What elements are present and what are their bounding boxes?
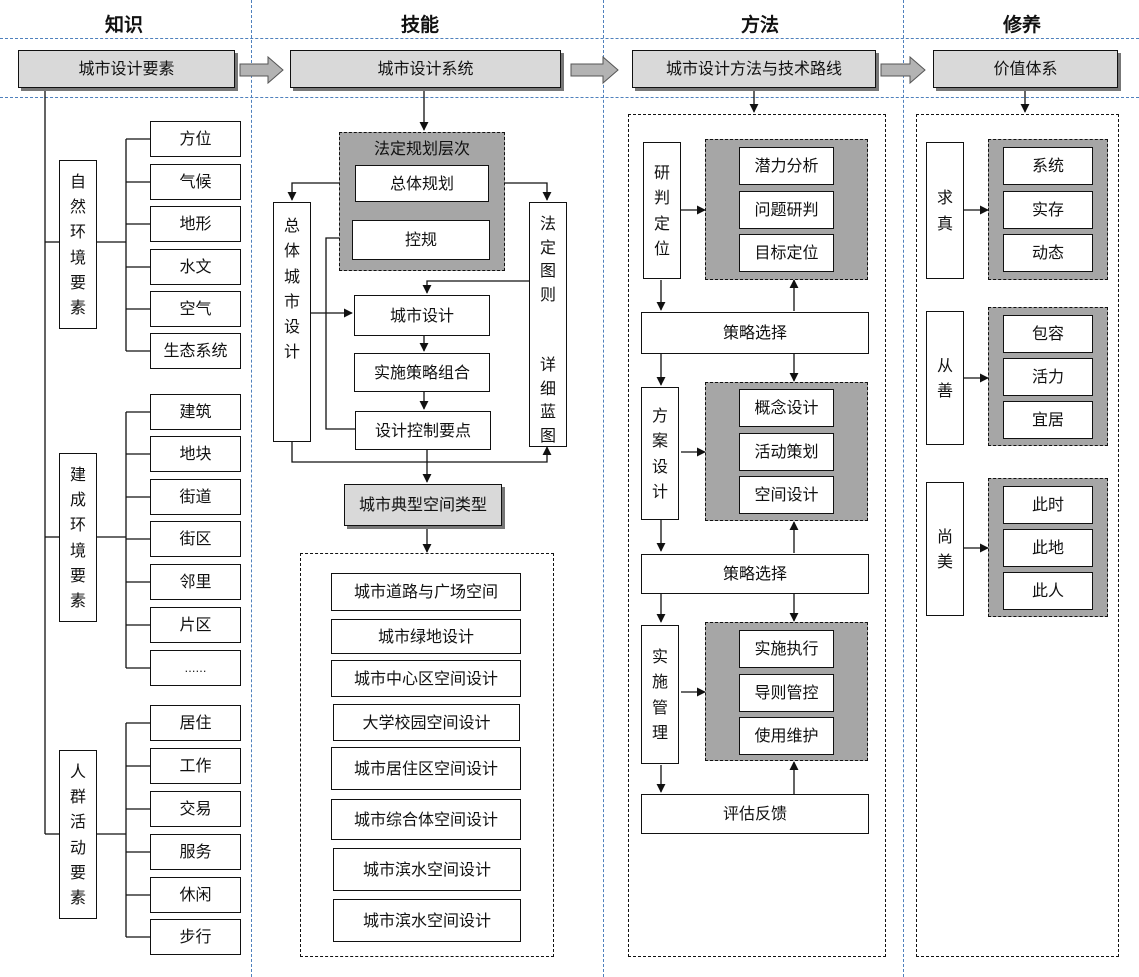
goodness-box: 从善: [926, 311, 964, 445]
implementation-management-box: 实施管理: [641, 625, 679, 764]
human-activity-group: 人群活动要素: [59, 750, 97, 919]
heading-method: 方法: [740, 14, 780, 36]
space-type-item: 城市滨水空间设计: [333, 848, 521, 891]
vitality-box: 活力: [1003, 358, 1093, 396]
heading-skill: 技能: [400, 14, 440, 36]
element-item: 方位: [150, 121, 241, 157]
element-item: 工作: [150, 748, 241, 784]
column-divider-2: [603, 0, 604, 977]
execution-box: 实施执行: [739, 630, 834, 668]
element-item: 片区: [150, 607, 241, 643]
urban-design-box: 城市设计: [354, 295, 490, 336]
header-divider-top: [0, 38, 1139, 39]
space-type-item: 大学校园空间设计: [333, 704, 520, 741]
element-item: 地形: [150, 206, 241, 242]
column-divider-1: [251, 0, 252, 977]
value-system-box: 价值体系: [933, 50, 1118, 88]
urban-design-elements-box: 城市设计要素: [18, 50, 235, 88]
space-type-item: 城市滨水空间设计: [333, 899, 521, 942]
reality-box: 实存: [1003, 191, 1093, 229]
use-maintenance-box: 使用维护: [739, 717, 834, 755]
statutory-map-box: 法定图则 详细蓝图: [529, 202, 567, 447]
typical-space-box: 城市典型空间类型: [344, 484, 502, 526]
scheme-design-box: 方案设计: [641, 387, 679, 520]
space-types-panel: [300, 553, 554, 957]
beauty-box: 尚美: [926, 482, 964, 616]
urban-design-system-box: 城市设计系统: [290, 50, 561, 88]
system-box: 系统: [1003, 147, 1093, 185]
activity-planning-box: 活动策划: [739, 433, 834, 471]
space-type-item: 城市综合体空间设计: [331, 799, 521, 840]
control-plan-box: 控规: [352, 220, 490, 260]
element-item: 街区: [150, 521, 241, 557]
this-person-box: 此人: [1003, 572, 1093, 610]
element-item: 生态系统: [150, 333, 241, 369]
element-item: 步行: [150, 919, 241, 955]
spatial-design-box: 空间设计: [739, 476, 834, 514]
element-item: 地块: [150, 436, 241, 472]
assessment-positioning-box: 研判定位: [643, 142, 681, 279]
natural-environment-group: 自然环境要素: [59, 160, 97, 329]
urban-design-method-box: 城市设计方法与技术路线: [632, 50, 876, 88]
goal-positioning-box: 目标定位: [739, 234, 834, 272]
element-item: 街道: [150, 479, 241, 515]
space-type-item: 城市道路与广场空间: [331, 573, 521, 611]
concept-design-box: 概念设计: [739, 389, 834, 427]
element-item: 水文: [150, 249, 241, 285]
element-item: 邻里: [150, 564, 241, 600]
statutory-planning-title: 法定规划层次: [373, 139, 470, 158]
method-panel: [628, 114, 886, 957]
element-item: 服务: [150, 834, 241, 870]
element-item: 建筑: [150, 394, 241, 430]
master-plan-box: 总体规划: [355, 165, 489, 202]
space-type-item: 城市中心区空间设计: [331, 660, 521, 697]
column-divider-3: [903, 0, 904, 977]
element-item: 空气: [150, 291, 241, 327]
this-time-box: 此时: [1003, 486, 1093, 524]
element-item: 交易: [150, 791, 241, 827]
element-item: 气候: [150, 164, 241, 200]
evaluation-feedback-box: 评估反馈: [641, 794, 869, 834]
strategy-select-2: 策略选择: [641, 554, 869, 594]
control-points-box: 设计控制要点: [355, 411, 491, 450]
strategy-select-1: 策略选择: [641, 312, 869, 354]
heading-knowledge: 知识: [104, 14, 144, 36]
potential-analysis-box: 潜力分析: [739, 147, 834, 185]
livable-box: 宜居: [1003, 401, 1093, 439]
inclusive-box: 包容: [1003, 315, 1093, 353]
guideline-control-box: 导则管控: [739, 674, 834, 712]
built-environment-group: 建成环境要素: [59, 453, 97, 622]
strategy-combo-box: 实施策略组合: [354, 353, 490, 392]
space-type-item: 城市绿地设计: [331, 619, 521, 654]
element-item: 休闲: [150, 877, 241, 913]
space-type-item: 城市居住区空间设计: [331, 747, 521, 790]
header-divider-bottom: [0, 97, 1139, 98]
overall-urban-design-box: 总体城市设计: [273, 202, 311, 442]
element-item: ……: [150, 650, 241, 686]
element-item: 居住: [150, 705, 241, 741]
value-panel: [916, 114, 1119, 957]
problem-assessment-box: 问题研判: [739, 191, 834, 229]
this-place-box: 此地: [1003, 529, 1093, 567]
heading-cultivation: 修养: [1002, 14, 1042, 36]
truth-box: 求真: [926, 142, 964, 279]
dynamic-box: 动态: [1003, 234, 1093, 272]
